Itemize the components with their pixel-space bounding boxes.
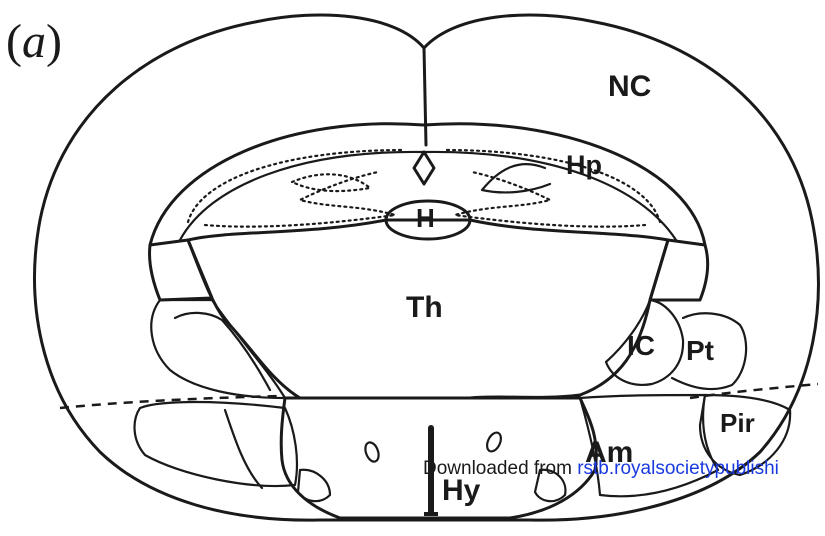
left-lobe-seam (225, 410, 262, 488)
left-side-block (149, 240, 212, 300)
download-watermark: Downloaded from rstb.royalsocietypublish… (423, 459, 779, 478)
panel-label: (a) (6, 18, 62, 66)
left-small-lobe (298, 470, 330, 501)
label-ic: IC (627, 332, 655, 360)
left-lobe-upper (151, 300, 285, 398)
label-pir: Pir (720, 410, 755, 436)
midline-diamond (414, 152, 434, 184)
hippocampus-dots-left-outer (188, 150, 405, 222)
label-hy: Hy (442, 476, 480, 506)
label-pt: Pt (686, 337, 714, 365)
dentate-gyrus-right (482, 164, 550, 192)
left-oval (363, 441, 381, 464)
left-lobe-inner (175, 313, 270, 390)
label-nc: NC (608, 72, 651, 102)
watermark-link[interactable]: rstb.royalsocietypublishi (577, 458, 779, 479)
label-th: Th (406, 293, 443, 323)
left-lobe-lower (135, 402, 297, 486)
watermark-prefix: Downloaded from (423, 458, 577, 479)
panel-label-letter: a (22, 15, 46, 68)
label-h: H (416, 205, 435, 231)
label-hp: Hp (566, 152, 602, 179)
right-oval (484, 430, 503, 453)
hippocampus-dots-left-inner (205, 172, 395, 227)
midline (424, 48, 426, 145)
